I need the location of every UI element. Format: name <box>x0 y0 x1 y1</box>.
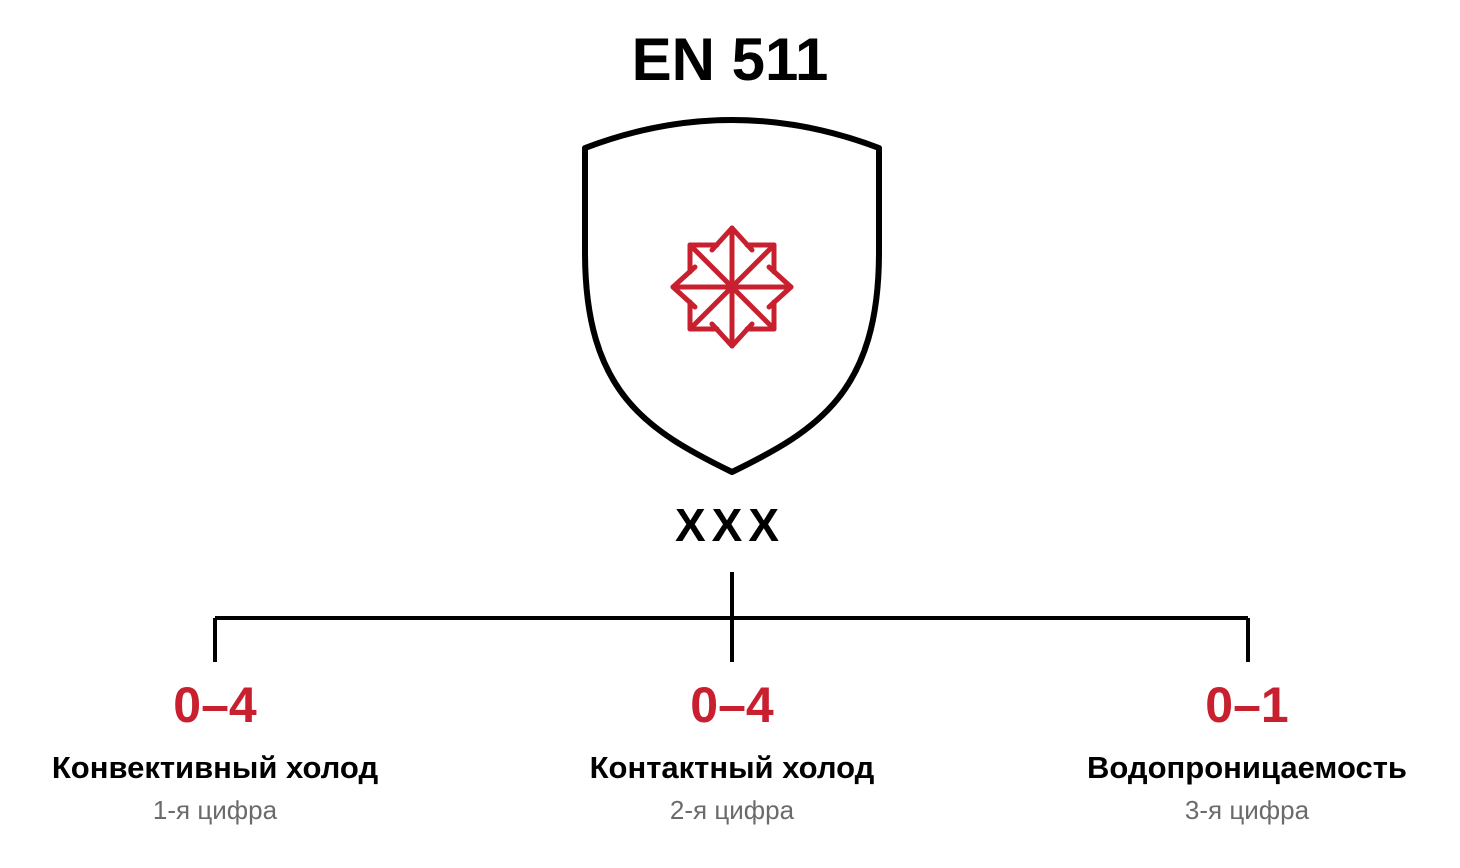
digit-position: 3-я цифра <box>1184 795 1310 825</box>
code-placeholder: XXX <box>674 499 786 551</box>
range-value: 0–1 <box>1205 677 1289 733</box>
category-contact-cold: 0–4 Контактный холод 2-я цифра <box>512 680 952 823</box>
digit-position: 2-я цифра <box>669 795 795 825</box>
range-value: 0–4 <box>690 677 774 733</box>
digit-position: 1-я цифра <box>152 795 278 825</box>
category-name: Конвективный холод <box>51 750 379 785</box>
standard-title: EN 511 <box>631 26 829 93</box>
category-water-penetration: 0–1 Водопроницаемость 3-я цифра <box>1027 680 1460 823</box>
category-convective-cold: 0–4 Конвективный холод 1-я цифра <box>0 680 435 823</box>
category-name: Водопроницаемость <box>1087 750 1407 785</box>
snowflake-arrows-icon <box>670 225 794 349</box>
range-value: 0–4 <box>173 677 257 733</box>
category-name: Контактный холод <box>589 750 875 785</box>
bracket-connector <box>213 572 1250 662</box>
shield-outline <box>582 117 882 475</box>
